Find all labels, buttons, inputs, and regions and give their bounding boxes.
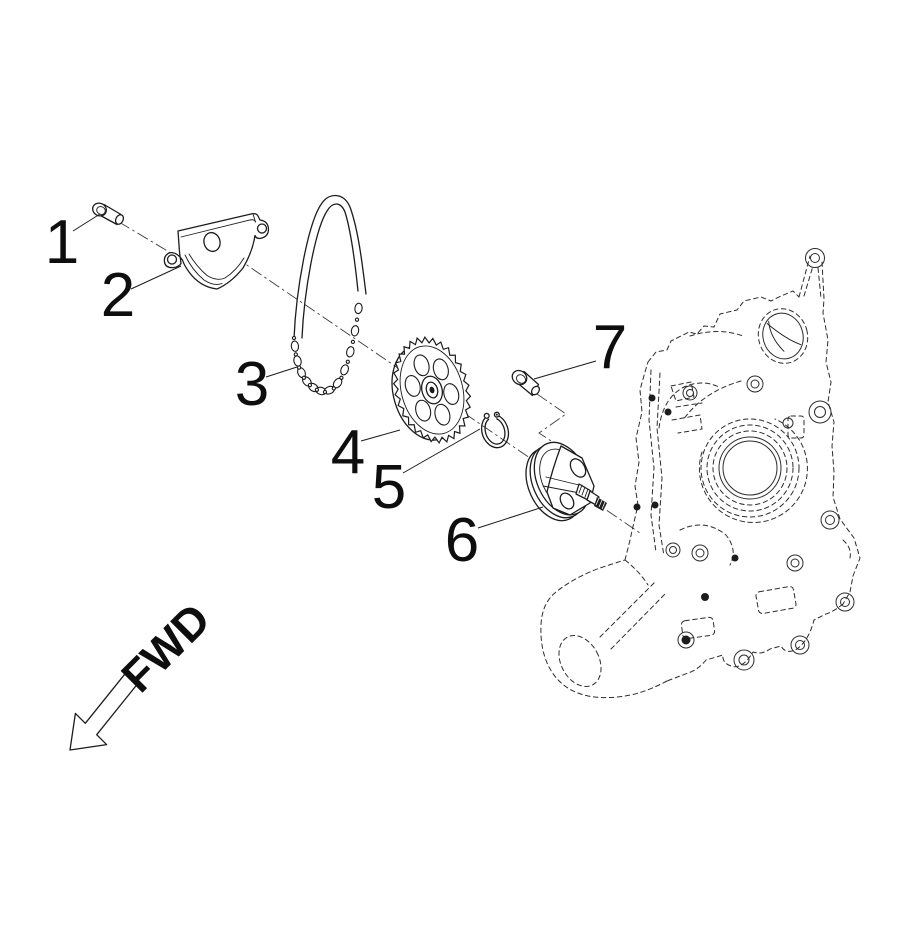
leader-lines [72, 213, 597, 529]
cover-outline [163, 212, 270, 290]
pump-bracket-hole-bottom [559, 492, 575, 510]
case-left-edge [624, 361, 649, 561]
case-bottom-edge [666, 603, 844, 682]
bolt-1-tip [114, 214, 125, 225]
bolt-1 [92, 202, 125, 226]
cover-ear-hole-right [256, 223, 268, 234]
leader-line-6 [477, 506, 544, 529]
callout-labels: 1 2 3 4 5 6 7 [45, 208, 627, 575]
callout-2: 2 [101, 261, 135, 330]
callout-1: 1 [45, 208, 79, 277]
cover-rim-inner-1 [184, 254, 223, 285]
chain-inner-strand [301, 203, 359, 339]
bracket-boss-hole [810, 253, 820, 263]
callout-5: 5 [372, 453, 406, 522]
leader-line-3 [265, 366, 298, 378]
pump-shaft [575, 483, 607, 511]
case-foot-outline [540, 559, 668, 699]
upper-opening [757, 308, 809, 364]
chain-outer-strand [293, 194, 367, 340]
cover-corner-fold [252, 213, 256, 223]
cover-center-hole [203, 231, 221, 253]
cover-rim-inner-2 [188, 253, 245, 280]
leader-line-1 [72, 213, 101, 232]
callout-3: 3 [235, 350, 269, 419]
leader-line-5 [402, 428, 481, 474]
bracket-inner-lines [803, 265, 822, 299]
case-top-edge [647, 290, 800, 363]
leader-line-7 [533, 360, 597, 380]
crankcase-cover [540, 248, 861, 699]
callout-4: 4 [331, 418, 365, 487]
bracket-boss [805, 248, 825, 268]
cover-ear-hole-left [166, 254, 178, 265]
foot-oval-opening [558, 635, 602, 687]
leader-line-2 [130, 265, 182, 290]
circlip [480, 411, 510, 449]
bolt-7-tip [530, 385, 541, 396]
callout-6: 6 [445, 506, 479, 575]
fwd-direction-indicator: FWD [69, 593, 220, 751]
bolt-7-head [511, 369, 528, 386]
bolt-7 [511, 369, 541, 397]
sprocket-rim [399, 345, 465, 435]
drive-chain [290, 194, 367, 396]
case-small-dark-holes [633, 394, 739, 645]
case-right-edge [821, 261, 861, 605]
bolt-1-head [92, 202, 107, 217]
chain-links [290, 302, 363, 396]
case-interior-detail [558, 331, 851, 687]
case-bracket-left [798, 255, 811, 298]
pump-cover-plate [163, 212, 270, 290]
callout-7: 7 [593, 313, 627, 382]
crank-seal-boss [698, 418, 808, 523]
leader-line-4 [360, 429, 401, 442]
fwd-arrow [69, 671, 139, 751]
pump-bracket-hole-top [569, 458, 587, 478]
case-bolt-holes [665, 375, 855, 671]
oil-pump-assembly [525, 441, 607, 522]
sprocket-lightening-holes [404, 354, 460, 426]
sprocket [391, 335, 472, 445]
